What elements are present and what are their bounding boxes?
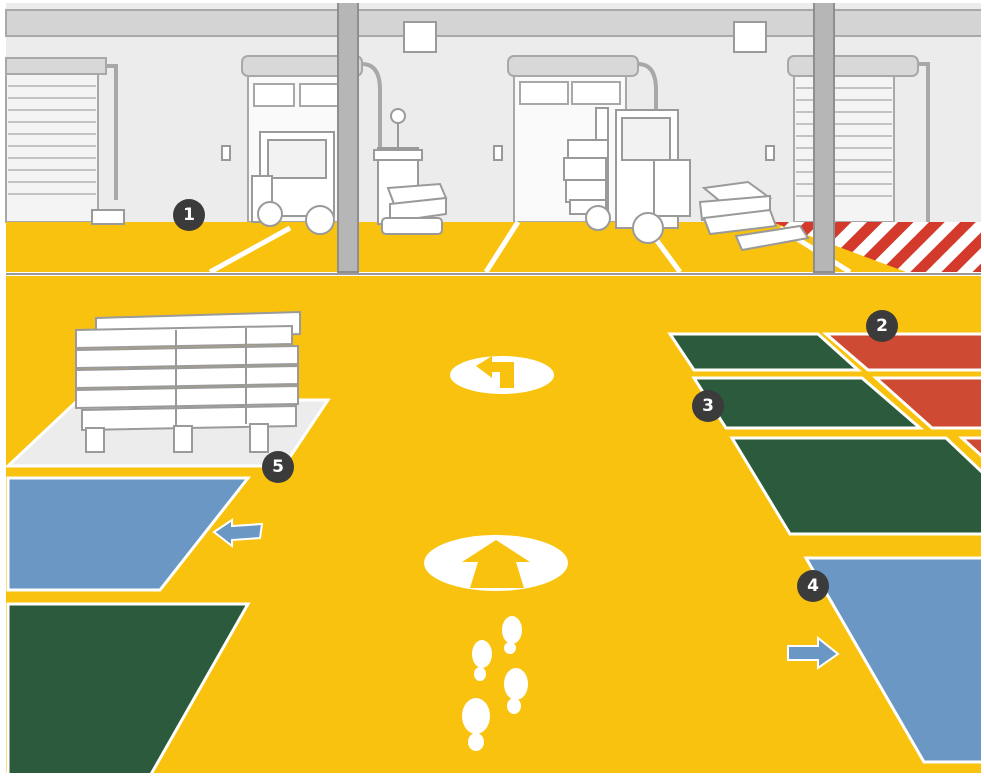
turn-arrow-icon [450,356,554,394]
marker-5: 5 [262,451,294,483]
ceiling-light [404,22,436,52]
marker-1: 1 [173,199,205,231]
ceiling-beam [6,10,984,36]
marker-2: 2 [866,310,898,342]
straight-arrow-icon [424,535,568,591]
marker-4: 4 [797,570,829,602]
marker-3: 3 [692,390,724,422]
ceiling-light [734,22,766,52]
pallet-stack-icon [382,184,446,234]
